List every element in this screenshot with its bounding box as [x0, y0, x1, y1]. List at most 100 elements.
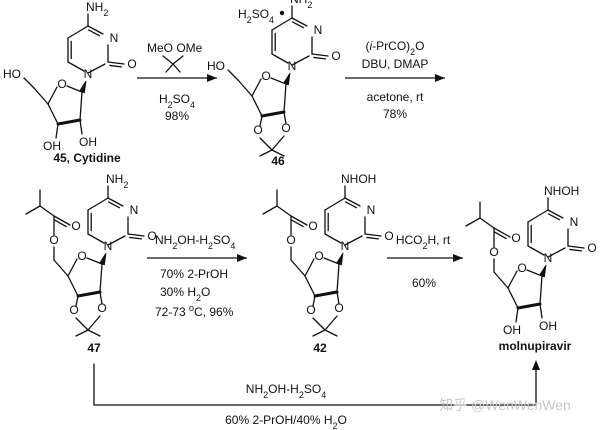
mol-o4: O	[517, 261, 526, 275]
c42-ring-bond	[344, 235, 363, 246]
c42-n1: N	[341, 239, 350, 253]
compound-45-label: 45, Cytidine	[53, 151, 121, 165]
mol-sugar-bond	[539, 275, 543, 305]
c46-acetonide-bond	[271, 135, 285, 151]
mol-sugar-bond	[507, 287, 519, 309]
c45-ho: HO	[3, 67, 21, 81]
c46-acetonide-bond	[259, 115, 263, 127]
compound-42-label: 42	[313, 341, 327, 355]
c47-ester-o: O	[49, 233, 58, 247]
c47-ring-bond-double	[107, 201, 121, 209]
c46-ring-bond-double	[291, 21, 305, 29]
r3-line1: NH2OH-H2SO4	[155, 233, 235, 251]
mol-sugar-bond	[526, 269, 543, 277]
mol-ester-co: O	[511, 231, 520, 245]
dmp-methyl	[165, 63, 174, 73]
c42-ester-carbonyl	[290, 215, 308, 226]
c47-acetonide-o: O	[69, 303, 78, 317]
r3-line2: 70% 2-PrOH	[160, 267, 228, 281]
watermark: 知乎 @WenWenWen	[439, 397, 571, 413]
c45-n3: N	[110, 31, 119, 45]
r2-yield: 78%	[383, 107, 407, 121]
c42-sugar-bond	[304, 275, 316, 297]
mol-oh2: OH	[539, 319, 557, 333]
c42-ring-bond	[344, 197, 361, 207]
c42-acetonide-bond	[336, 291, 340, 305]
mol-ester-carbonyl-double	[494, 231, 507, 240]
c47-carbonyl-o: O	[147, 229, 156, 243]
c45-ring-bond	[67, 25, 89, 39]
c46-n1: N	[288, 59, 297, 73]
c47-acetonide-o: O	[97, 301, 106, 315]
c42-ester-o: O	[286, 233, 295, 247]
mol-ester-carbonyl	[493, 227, 511, 238]
c47-ipr-methyl	[25, 205, 41, 215]
c45-o4: O	[57, 77, 66, 91]
mol-oh-bond	[515, 307, 519, 323]
c46-sugar-bond	[283, 83, 287, 113]
mol-ring-bond	[527, 209, 549, 223]
c45-ring-bond-double	[87, 29, 101, 37]
c42-acetonide-o: O	[334, 301, 343, 315]
mol-sugar-bold	[516, 302, 542, 310]
c47-nh2: NH2	[106, 172, 128, 190]
c47-sugar-bold	[76, 290, 102, 298]
c47-acetonide-bond	[99, 291, 103, 305]
c46-sugar-bond	[251, 78, 262, 97]
arrow-r3-head	[237, 254, 247, 262]
c45-ring-bond	[87, 63, 106, 74]
r2-line1: (i-PrCO)2O	[365, 39, 424, 57]
dmp-bond	[162, 55, 174, 65]
c46-methyl	[259, 149, 273, 157]
c42-ester-co: O	[308, 219, 317, 233]
c45-sugar-bold	[56, 118, 82, 126]
c46-ring-bond	[291, 17, 308, 27]
c47-ester-carbonyl-double	[54, 219, 67, 228]
c42-acetonide-bond	[324, 315, 338, 331]
c47-carbonyl-double	[129, 236, 143, 240]
c47-sugar-bond	[67, 258, 78, 277]
c46-ring-bond	[291, 55, 310, 66]
mol-carbonyl-double	[569, 248, 583, 252]
r2-solvent: acetone, rt	[367, 90, 424, 104]
r1-yield: 98%	[165, 109, 189, 123]
r5-line1: NH2OH-H2SO4	[246, 382, 326, 400]
c42-sugar-bold	[313, 290, 339, 298]
c47-sugar-bond	[99, 263, 103, 293]
c46-acetonide-o: O	[253, 123, 262, 137]
c42-methyl	[312, 329, 326, 337]
c47-n3: N	[130, 203, 139, 217]
c45-sugar-bond	[79, 91, 83, 121]
c42-ring-bond	[324, 197, 346, 211]
c47-c5-bond	[53, 259, 69, 277]
r5-line2: 60% 2-PrOH/40% H2O	[225, 413, 347, 430]
c42-c5-bond	[290, 259, 306, 277]
mol-ring-bond	[527, 245, 545, 256]
c42-n3: N	[367, 203, 376, 217]
c47-ester-co: O	[71, 219, 80, 233]
c45-oh3: OH	[43, 139, 61, 153]
r2-line2: DBU, DMAP	[362, 57, 429, 71]
mol-ring-bond	[547, 247, 566, 258]
arrow-r5	[93, 363, 537, 406]
c47-ipr-bond	[39, 205, 55, 217]
mol-c5-bond	[493, 271, 509, 289]
c46-carbonyl-double	[313, 56, 327, 60]
c42-methyl	[324, 329, 338, 337]
c47-sugar-bond	[86, 257, 103, 265]
mol-n1: N	[544, 251, 553, 265]
c46-c5-bond	[237, 79, 253, 97]
c45-n1: N	[84, 67, 93, 81]
dmp-bond	[172, 55, 184, 65]
mol-nhoh: NHOH	[544, 184, 579, 198]
c42-ring-bond	[324, 233, 342, 244]
mol-n3: N	[570, 215, 579, 229]
c42-acetonide-bond	[312, 317, 326, 331]
arrow-r2-head	[435, 74, 445, 82]
c47-methyl	[75, 329, 89, 337]
c46-sugar-bond	[270, 77, 287, 85]
c45-ring-bond	[67, 61, 85, 72]
c45-oh-bond	[79, 119, 83, 135]
mol-ipr-methyl	[465, 217, 481, 227]
molnupiravir-label: molnupiravir	[499, 339, 572, 353]
